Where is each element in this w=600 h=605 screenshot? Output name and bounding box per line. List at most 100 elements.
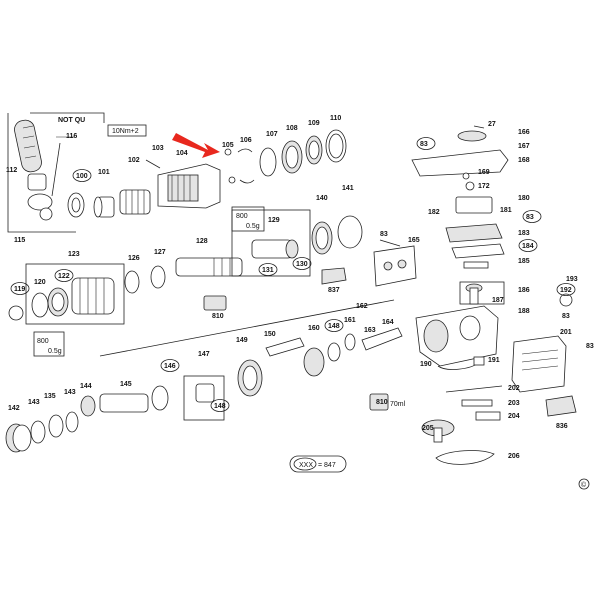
part-label-circle <box>210 399 230 412</box>
part-label-circle <box>292 257 312 270</box>
part-label-109: 109 <box>308 120 320 127</box>
part-label-163: 163 <box>364 327 376 334</box>
part-119-washer <box>8 305 24 321</box>
part-label-204: 204 <box>508 413 520 420</box>
part-128-spindle <box>175 257 243 277</box>
part-label-162: 162 <box>356 303 368 310</box>
part-label-circle <box>72 169 92 182</box>
part-142-spring <box>5 423 32 453</box>
part-202-chain <box>445 385 503 393</box>
part-label-190: 190 <box>420 361 432 368</box>
part-106-clip <box>237 148 255 184</box>
handle-bracket-frame <box>7 113 76 233</box>
part-label-123: 123 <box>68 251 80 258</box>
part-label-165: 165 <box>408 237 420 244</box>
part-146-washer <box>151 385 169 411</box>
part-label-837: 837 <box>328 287 340 294</box>
oil-amount: 70ml <box>390 401 406 408</box>
part-label-circle <box>416 137 436 150</box>
part-110-washer <box>325 129 347 163</box>
part-label-202: 202 <box>508 385 520 392</box>
part-label-148: 148 <box>214 403 226 410</box>
part-label-130: 130 <box>296 261 308 268</box>
part-201-side-cover <box>511 335 567 393</box>
part-label-191: 191 <box>488 357 500 364</box>
part-144-ring <box>80 395 96 417</box>
part-label-circle <box>522 210 542 223</box>
part-label-112: 112 <box>6 167 17 174</box>
torque-note-box <box>107 124 147 137</box>
part-108-gear-ring <box>281 140 303 174</box>
part-185-gasket <box>463 261 489 269</box>
part-label-106: 106 <box>240 137 252 144</box>
part-103-screw <box>145 159 161 169</box>
part-122-oring <box>47 287 69 317</box>
part-147-bushing <box>195 383 215 403</box>
part-27-screw <box>473 125 485 129</box>
part-149-bearing <box>237 359 263 397</box>
torque-note: 10Nm+2 <box>112 128 139 135</box>
part-label-180: 180 <box>518 195 530 202</box>
part-label-122: 122 <box>58 273 70 280</box>
part-135-washer <box>48 414 64 438</box>
part-label-128: 128 <box>196 238 208 245</box>
part-label-142: 142 <box>8 405 20 412</box>
part-label-167: 167 <box>518 143 530 150</box>
part-label-183: 183 <box>518 230 530 237</box>
part-101-sleeve <box>93 196 115 218</box>
part-204-bolt <box>475 411 501 421</box>
part-label-150: 150 <box>264 331 276 338</box>
part-105-pin <box>224 148 236 184</box>
part-label-108: 108 <box>286 125 298 132</box>
part-label-193: 193 <box>566 276 578 283</box>
kit-legend-box <box>289 455 347 473</box>
part-label-185: 185 <box>518 258 530 265</box>
part-203-link <box>461 399 493 407</box>
part-100-collar <box>67 192 85 218</box>
part-label-172: 172 <box>478 183 490 190</box>
part-143-ring <box>30 420 46 444</box>
part-127-ring <box>150 265 166 289</box>
part-109-ring <box>305 135 323 165</box>
part-810-grease-tub <box>203 295 227 311</box>
part-164-crank <box>361 327 403 351</box>
part-165-plate <box>373 245 417 287</box>
part-184-seal <box>451 243 505 259</box>
part-label-83: 83 <box>586 343 594 350</box>
part-102-spring <box>119 189 151 215</box>
part-label-116: 116 <box>66 133 77 140</box>
part-label-107: 107 <box>266 131 278 138</box>
part-label-105: 105 <box>222 142 234 149</box>
part-label-circle <box>160 359 180 372</box>
part-label-127: 127 <box>154 249 166 256</box>
part-label-83: 83 <box>526 214 534 221</box>
part-label-104: 104 <box>176 150 188 157</box>
part-107-ring <box>259 147 277 177</box>
part-label-115: 115 <box>14 237 25 244</box>
part-label-circle <box>556 283 576 296</box>
grease-note-top: 800 <box>37 338 49 345</box>
part-label-144: 144 <box>80 383 92 390</box>
kit-legend-value: = 847 <box>318 462 336 469</box>
transmission-guide-line <box>99 299 395 357</box>
part-label-126: 126 <box>128 255 140 262</box>
part-label-circle <box>10 282 30 295</box>
part-label-836: 836 <box>556 423 568 430</box>
part-160-needle-bearing <box>303 347 325 377</box>
part-label-160: 160 <box>308 325 320 332</box>
part-143-ring-2 <box>65 411 79 433</box>
copyright-symbol: © <box>581 481 587 489</box>
part-label-147: 147 <box>198 351 210 358</box>
part-label-143: 143 <box>64 389 76 396</box>
part-166-cover <box>457 130 487 142</box>
part-label-circle <box>518 239 538 252</box>
part-label-166: 166 <box>518 129 530 136</box>
grease-note-top: 800 <box>236 213 248 220</box>
part-label-140: 140 <box>316 195 328 202</box>
part-label-203: 203 <box>508 400 520 407</box>
part-label-182: 182 <box>428 209 440 216</box>
part-191-plug <box>473 356 485 366</box>
part-label-164: 164 <box>382 319 394 326</box>
part-label-184: 184 <box>522 243 534 250</box>
part-192-cap <box>559 293 573 307</box>
